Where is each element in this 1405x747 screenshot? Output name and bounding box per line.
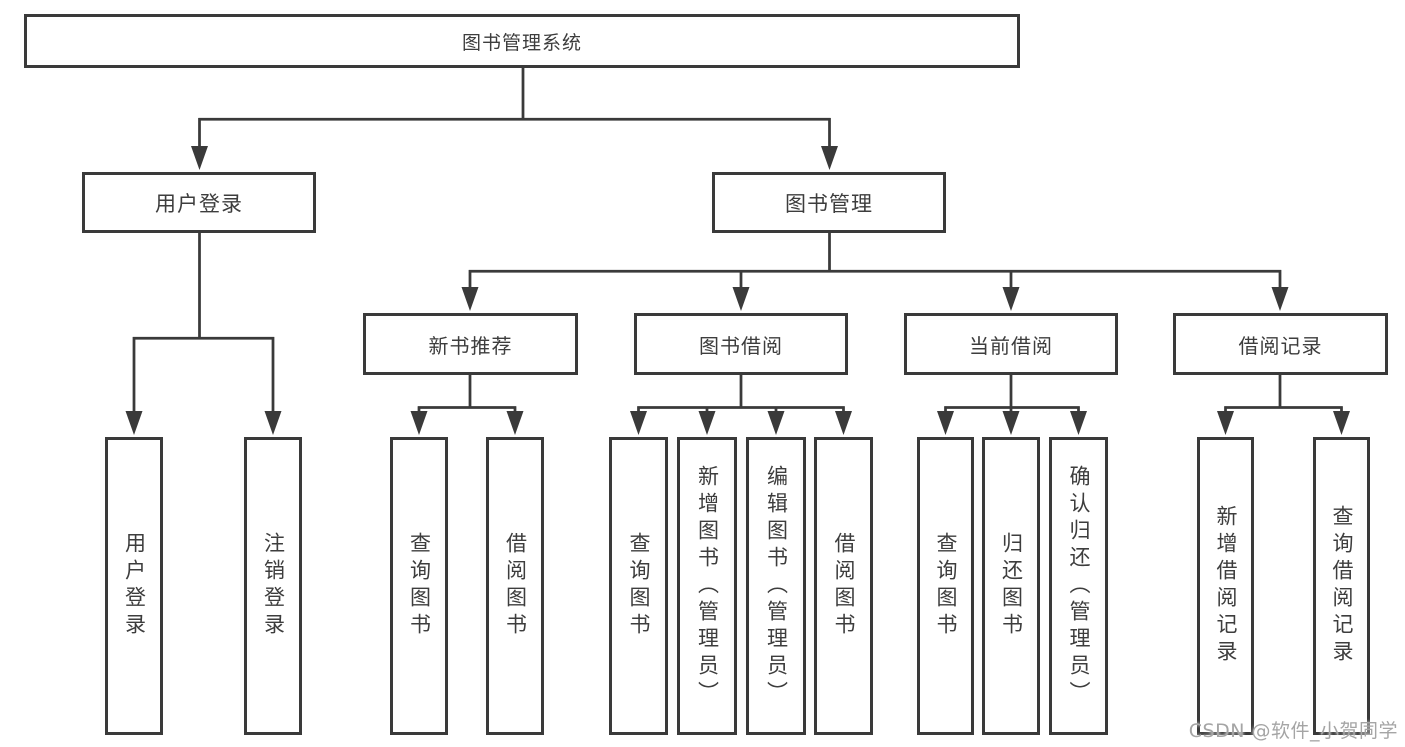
leaf-edit-books-admin: 编辑图书（管理员） bbox=[746, 437, 806, 735]
node-book-management: 图书管理 bbox=[712, 172, 946, 233]
connector-path bbox=[132, 68, 1343, 413]
leaf-add-borrow-record: 新增借阅记录 bbox=[1197, 437, 1254, 735]
leaf-query-borrow-record: 查询借阅记录 bbox=[1313, 437, 1370, 735]
leaf-add-books-admin: 新增图书（管理员） bbox=[677, 437, 737, 735]
leaf-query-books-current: 查询图书 bbox=[917, 437, 974, 735]
node-new-book-recommend: 新书推荐 bbox=[363, 313, 578, 375]
node-user-login: 用户登录 bbox=[82, 172, 316, 233]
node-book-borrowing: 图书借阅 bbox=[634, 313, 848, 375]
leaf-confirm-return-admin: 确认归还（管理员） bbox=[1049, 437, 1108, 735]
leaf-borrow-books-recommend: 借阅图书 bbox=[486, 437, 544, 735]
node-root-library-system: 图书管理系统 bbox=[24, 14, 1020, 68]
leaf-query-books-recommend: 查询图书 bbox=[390, 437, 448, 735]
node-current-borrowing: 当前借阅 bbox=[904, 313, 1118, 375]
arrowheads bbox=[125, 146, 1350, 435]
leaf-return-books: 归还图书 bbox=[982, 437, 1040, 735]
leaf-borrow-books-borrowing: 借阅图书 bbox=[814, 437, 873, 735]
csdn-watermark: CSDN @软件_小贺同学 bbox=[1188, 720, 1398, 742]
leaf-logout-login: 注销登录 bbox=[244, 437, 302, 735]
leaf-user-login: 用户登录 bbox=[105, 437, 163, 735]
node-borrowing-records: 借阅记录 bbox=[1173, 313, 1388, 375]
leaf-query-books-borrowing: 查询图书 bbox=[609, 437, 668, 735]
